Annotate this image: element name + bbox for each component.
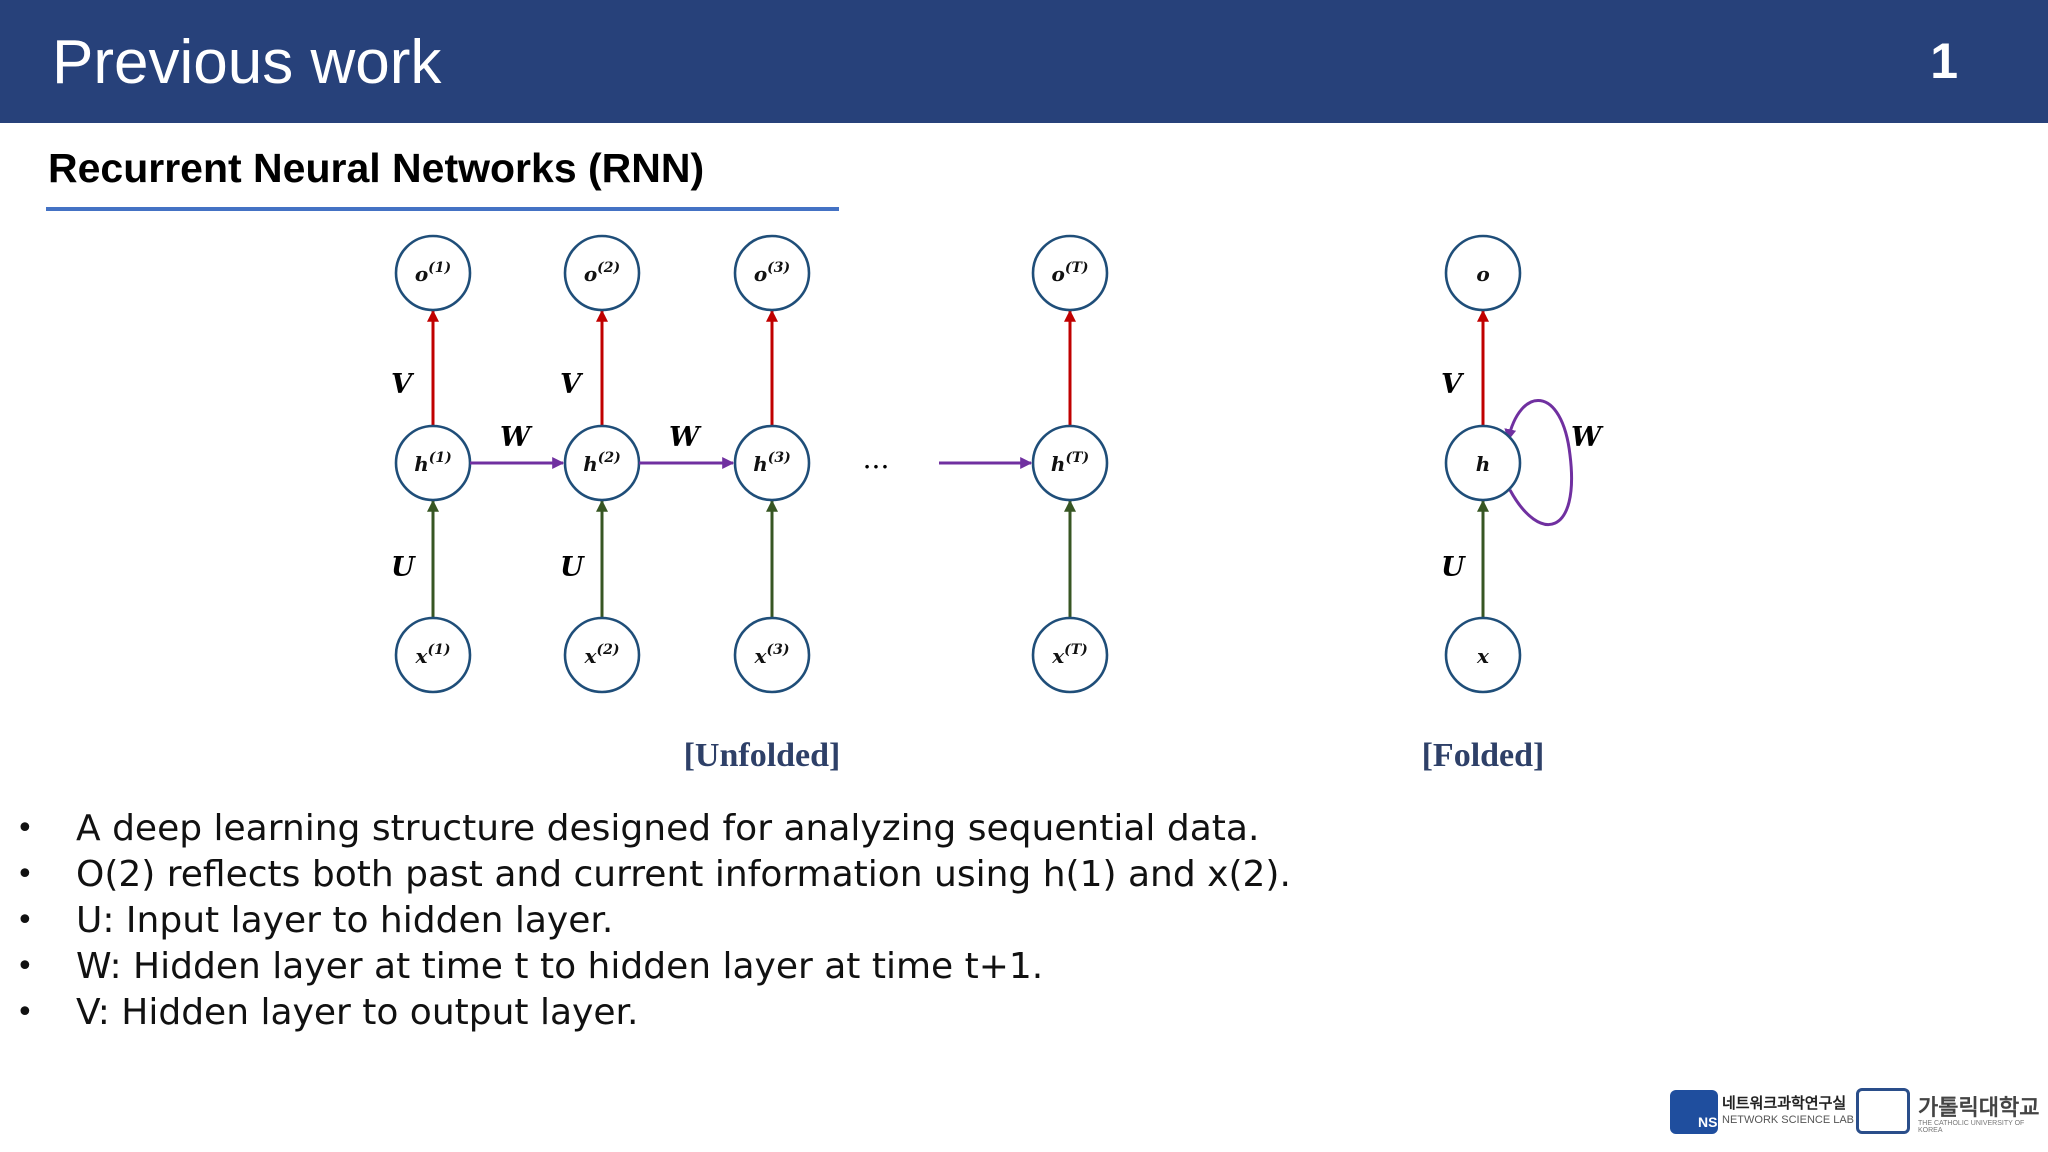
bullet-text: W: Hidden layer at time t to hidden laye… (76, 946, 1044, 987)
svg-text:h(2): h(2) (583, 450, 621, 476)
edge-label-w: W (669, 422, 702, 453)
edge-label-v: V (391, 369, 415, 400)
bullet-item: •V: Hidden layer to output layer. (16, 992, 639, 1033)
bullet-item: •O(2) reflects both past and current inf… (16, 854, 1291, 895)
ns-logo-text: NS (1698, 1114, 1718, 1130)
edge-label-w: W (1571, 422, 1604, 453)
lab-name-korean: 네트워크과학연구실 (1722, 1094, 1847, 1112)
input-node-x2: x(2) (563, 616, 641, 694)
bullet-text: A deep learning structure designed for a… (76, 808, 1260, 849)
university-name-korean: 가톨릭대학교 (1918, 1096, 2040, 1121)
svg-text:h(1): h(1) (414, 450, 452, 476)
input-node-x1: x(1) (394, 616, 472, 694)
output-node-o2: o(2) (563, 234, 641, 312)
unfolded-column-t: o(T) h(T) x(T) (1031, 234, 1109, 694)
unfolded-column-3: o(3) h(3) x(3) (733, 234, 811, 694)
caption-unfolded: [Unfolded] (684, 737, 841, 774)
output-node-ot: o(T) (1031, 234, 1109, 312)
unfolded-column-1: o(1) h(1) x(1) V U (391, 234, 472, 694)
section-title: Recurrent Neural Networks (RNN) (48, 145, 705, 191)
svg-text:x(T): x(T) (1051, 642, 1088, 668)
slide-title: Previous work (52, 28, 442, 97)
unfolded-column-2: o(2) h(2) x(2) V U (560, 234, 641, 694)
bullet-text: V: Hidden layer to output layer. (76, 992, 639, 1033)
svg-text:x(2): x(2) (584, 642, 620, 668)
edge-label-u: U (1441, 552, 1466, 583)
svg-text:o(1): o(1) (415, 260, 451, 286)
footer-logos: NS 네트워크과학연구실 NETWORK SCIENCE LAB 가톨릭대학교 … (1670, 1086, 2040, 1142)
svg-text:h(T): h(T) (1051, 450, 1089, 476)
hidden-node-h2: h(2) (563, 424, 641, 502)
svg-text:h(3): h(3) (753, 450, 791, 476)
svg-text:x: x (1476, 644, 1490, 668)
svg-text:x(1): x(1) (415, 642, 451, 668)
bullet-text: U: Input layer to hidden layer. (76, 900, 614, 941)
self-loop-arrow-w (1504, 398, 1573, 526)
lab-name-english: NETWORK SCIENCE LAB (1722, 1114, 1855, 1126)
hidden-node-ht: h(T) (1031, 424, 1109, 502)
edge-label-v: V (560, 369, 584, 400)
output-node-o1: o(1) (394, 234, 472, 312)
edge-label-w: W (500, 422, 533, 453)
input-node-xt: x(T) (1031, 616, 1109, 694)
svg-text:o: o (1476, 262, 1489, 286)
slide-header: Previous work 1 (0, 0, 2048, 123)
ellipsis: ... (863, 442, 890, 475)
edge-label-u: U (391, 552, 416, 583)
output-node-o: o (1444, 234, 1522, 312)
svg-text:o(T): o(T) (1051, 260, 1088, 286)
bullet-list: •A deep learning structure designed for … (12, 806, 1291, 1036)
svg-text:h: h (1476, 452, 1491, 476)
folded-rnn: o h x V U W (1441, 234, 1604, 694)
network-science-lab-logo (1670, 1090, 1718, 1134)
svg-text:o(2): o(2) (584, 260, 620, 286)
page-number: 1 (1930, 33, 1958, 89)
input-node-x: x (1444, 616, 1522, 694)
edge-label-v: V (1441, 369, 1465, 400)
hidden-node-h3: h(3) (733, 424, 811, 502)
bullet-text: O(2) reflects both past and current info… (76, 854, 1291, 895)
edge-label-u: U (560, 552, 585, 583)
svg-text:o(3): o(3) (754, 260, 790, 286)
caption-folded: [Folded] (1422, 737, 1545, 774)
bullet-item: •A deep learning structure designed for … (16, 808, 1260, 849)
hidden-node-h1: h(1) (394, 424, 472, 502)
bullet-item: •W: Hidden layer at time t to hidden lay… (16, 946, 1044, 987)
bullet-item: •U: Input layer to hidden layer. (16, 900, 614, 941)
svg-text:x(3): x(3) (754, 642, 790, 668)
university-name-english: THE CATHOLIC UNIVERSITY OF KOREA (1918, 1120, 2025, 1134)
university-emblem (1856, 1088, 1910, 1134)
output-node-o3: o(3) (733, 234, 811, 312)
recurrent-arrows: W W ... (470, 422, 1033, 475)
section-underline (46, 207, 839, 211)
input-node-x3: x(3) (733, 616, 811, 694)
hidden-node-h: h (1444, 424, 1522, 502)
